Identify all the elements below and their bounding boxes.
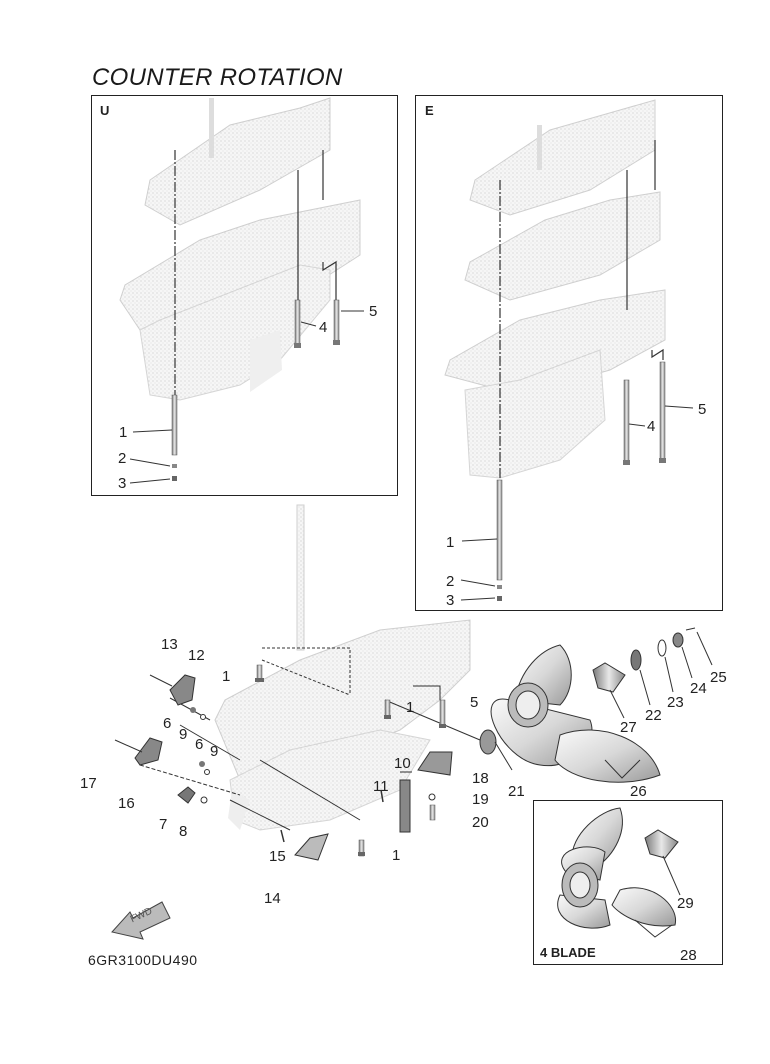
callout-main-5: 5 <box>470 694 479 711</box>
main-assembly-drawing <box>114 504 513 861</box>
callout-main-22: 22 <box>645 707 662 724</box>
panel-4-blade <box>533 800 723 965</box>
callout-4blade-29: 29 <box>677 895 694 912</box>
callout-main-21: 21 <box>508 783 525 800</box>
callout-main-9-lower: 9 <box>210 743 219 760</box>
callout-main-11: 11 <box>373 778 389 795</box>
callout-main-10: 10 <box>394 755 411 772</box>
callout-main-23: 23 <box>667 694 684 711</box>
callout-main-25: 25 <box>710 669 727 686</box>
callout-e-3: 3 <box>446 592 455 609</box>
forward-arrow-icon <box>111 901 171 940</box>
panel-u-drawing <box>119 97 364 484</box>
callout-main-24: 24 <box>690 680 707 697</box>
panel-u <box>91 95 398 496</box>
callout-e-1: 1 <box>446 534 455 551</box>
callout-main-14: 14 <box>264 890 281 907</box>
callout-main-8: 8 <box>179 823 188 840</box>
diagram-code: 6GR3100DU490 <box>88 952 198 968</box>
propeller-4-blade <box>557 807 681 938</box>
callout-main-16: 16 <box>118 795 135 812</box>
callout-main-13: 13 <box>161 636 178 653</box>
callout-main-27: 27 <box>620 719 637 736</box>
callout-u-2: 2 <box>118 450 127 467</box>
callout-main-1-top: 1 <box>222 668 231 685</box>
panel-e-drawing <box>444 99 694 601</box>
callout-main-17: 17 <box>80 775 97 792</box>
callout-e-5: 5 <box>698 401 707 418</box>
callout-main-18: 18 <box>472 770 489 787</box>
callout-u-3: 3 <box>118 475 127 492</box>
diagram-title: COUNTER ROTATION <box>92 64 343 91</box>
callout-e-2: 2 <box>446 573 455 590</box>
panel-u-label: U <box>100 103 110 118</box>
callout-main-6-upper: 6 <box>163 715 172 732</box>
callout-main-26: 26 <box>630 783 647 800</box>
callout-main-1-right: 1 <box>406 699 415 716</box>
propeller-3-blade <box>490 627 713 783</box>
callout-4blade-28: 28 <box>680 947 697 964</box>
callout-u-5: 5 <box>369 303 378 320</box>
callout-u-4: 4 <box>319 319 328 336</box>
callout-main-12: 12 <box>188 647 205 664</box>
callout-main-15: 15 <box>269 848 286 865</box>
callout-main-19: 19 <box>472 791 489 808</box>
panel-e <box>415 95 723 611</box>
panel-e-label: E <box>425 103 434 118</box>
callout-main-1-bottom: 1 <box>392 847 401 864</box>
callout-main-20: 20 <box>472 814 489 831</box>
callout-u-1: 1 <box>119 424 128 441</box>
callout-main-7: 7 <box>159 816 168 833</box>
panel-4-blade-label: 4 BLADE <box>540 945 596 960</box>
callout-main-9-upper: 9 <box>179 726 188 743</box>
callout-e-4: 4 <box>647 418 656 435</box>
callout-main-6-lower: 6 <box>195 736 204 753</box>
